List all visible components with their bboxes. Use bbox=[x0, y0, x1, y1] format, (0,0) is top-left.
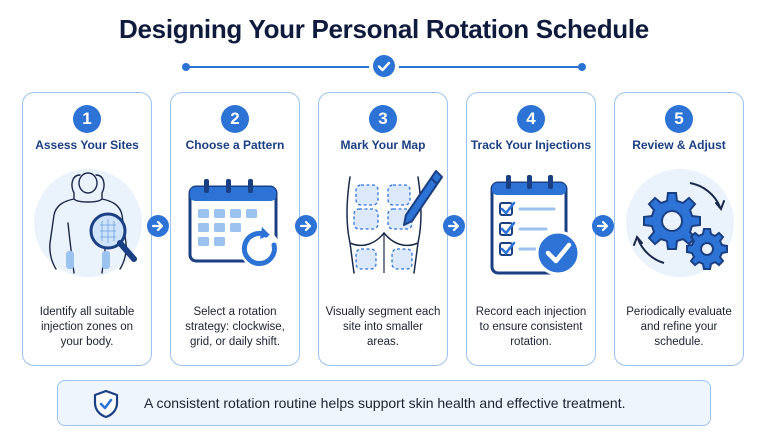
calendar-refresh-icon bbox=[176, 163, 296, 283]
step-number-badge: 2 bbox=[221, 105, 249, 133]
body-map-pen-icon bbox=[324, 163, 444, 283]
step-title: Track Your Injections bbox=[470, 138, 592, 152]
arrow-right-icon bbox=[443, 215, 465, 237]
check-circle-icon bbox=[373, 55, 395, 77]
divider-dot-right bbox=[578, 63, 586, 71]
divider-dot-left bbox=[182, 63, 190, 71]
title-divider bbox=[182, 55, 586, 77]
checklist-icon bbox=[472, 163, 592, 283]
step-number-badge: 5 bbox=[665, 105, 693, 133]
page-title: Designing Your Personal Rotation Schedul… bbox=[119, 14, 649, 44]
step-title: Choose a Pattern bbox=[185, 138, 285, 152]
arrow-right-icon bbox=[147, 215, 169, 237]
shield-check-icon bbox=[92, 389, 120, 419]
step-number-badge: 3 bbox=[369, 105, 397, 133]
arrow-right-icon bbox=[295, 215, 317, 237]
info-banner: A consistent rotation routine helps supp… bbox=[57, 380, 711, 426]
step-number-badge: 1 bbox=[73, 105, 101, 133]
arrow-right-icon bbox=[592, 215, 614, 237]
step-title: Mark Your Map bbox=[340, 138, 426, 152]
step-title: Review & Adjust bbox=[632, 138, 726, 152]
step-title: Assess Your Sites bbox=[35, 138, 139, 152]
gears-icon bbox=[620, 163, 740, 283]
step-number-badge: 4 bbox=[517, 105, 545, 133]
body-magnifier-icon bbox=[28, 163, 148, 283]
step-card-4: 4 Track Your Injections Record each inje… bbox=[466, 92, 596, 366]
step-card-1: 1 Assess Your Sites Identify all suitabl… bbox=[22, 92, 152, 366]
banner-text: A consistent rotation routine helps supp… bbox=[144, 395, 626, 411]
